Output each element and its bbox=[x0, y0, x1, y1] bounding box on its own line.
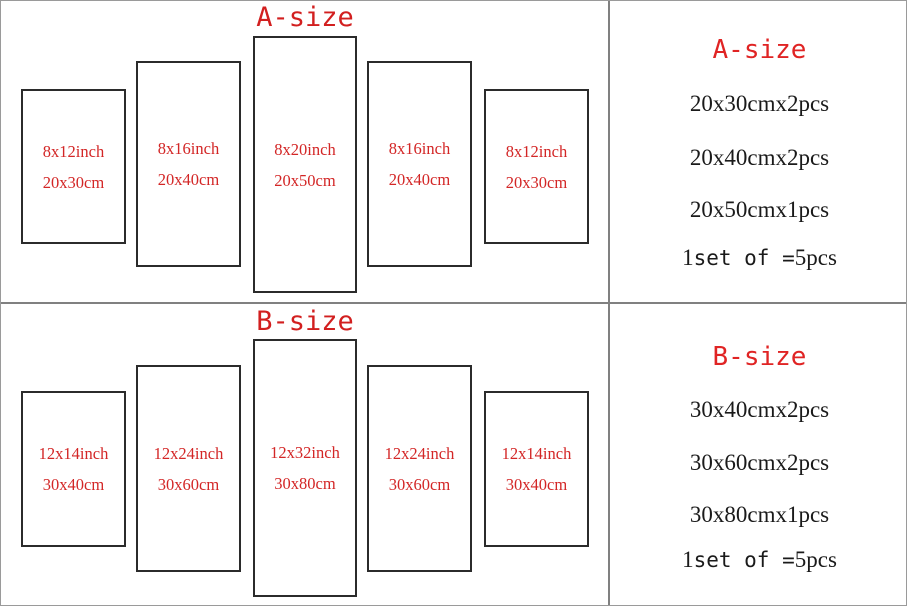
b-legend-total: 1set of =5pcs bbox=[610, 546, 906, 574]
b-panel-1-cm: 30x40cm bbox=[42, 475, 105, 494]
b-legend-line-3: 30x80cmx1pcs bbox=[689, 502, 830, 527]
a-panel-3: 8x20inch 20x50cm bbox=[253, 36, 357, 293]
a-panel-4: 8x16inch 20x40cm bbox=[367, 61, 472, 267]
a-panel-1: 8x12inch 20x30cm bbox=[21, 89, 126, 244]
b-legend-total-middle: set of = bbox=[693, 548, 795, 572]
a-panel-1-inch: 8x12inch bbox=[42, 141, 105, 161]
b-panel-4: 12x24inch 30x60cm bbox=[367, 365, 472, 572]
b-panel-2-cm: 30x60cm bbox=[157, 474, 220, 494]
section-divider-horizontal bbox=[1, 302, 906, 304]
a-panel-5-inch: 8x12inch bbox=[505, 141, 568, 161]
b-size-diagram-pane: B-size 12x14inch 30x40cm 12x24inch 30x60… bbox=[1, 304, 609, 605]
a-legend-total-middle: set of = bbox=[693, 246, 795, 270]
b-panel-3-inch: 12x32inch bbox=[270, 443, 340, 462]
a-legend-line-1: 20x30cmx2pcs bbox=[689, 91, 830, 116]
a-panel-2-inch: 8x16inch bbox=[157, 139, 220, 158]
a-panel-3-cm: 20x50cm bbox=[274, 170, 336, 190]
a-panel-1-cm: 20x30cm bbox=[42, 172, 105, 192]
a-legend-title: A-size bbox=[712, 35, 807, 65]
a-panel-4-cm: 20x40cm bbox=[388, 170, 451, 189]
a-legend-line-3: 20x50cmx1pcs bbox=[689, 197, 830, 222]
a-size-legend-pane: A-size 20x30cmx2pcs 20x40cmx2pcs 20x50cm… bbox=[610, 1, 906, 302]
b-legend-title: B-size bbox=[712, 342, 807, 372]
b-panel-1-inch: 12x14inch bbox=[38, 444, 109, 463]
b-panel-5-cm: 30x40cm bbox=[505, 475, 568, 494]
b-panel-4-inch: 12x24inch bbox=[384, 443, 455, 463]
a-panel-2: 8x16inch 20x40cm bbox=[136, 61, 241, 267]
a-legend-total-suffix: 5pcs bbox=[794, 245, 837, 270]
a-panel-5-cm: 20x30cm bbox=[505, 172, 568, 192]
a-panel-5: 8x12inch 20x30cm bbox=[484, 89, 589, 244]
section-divider-vertical bbox=[608, 1, 610, 605]
b-panel-3: 12x32inch 30x80cm bbox=[253, 339, 357, 597]
a-size-diagram-pane: A-size 8x12inch 20x30cm 8x16inch 20x40cm… bbox=[1, 1, 609, 302]
b-legend-total-prefix: 1 bbox=[682, 547, 694, 572]
b-panel-5: 12x14inch 30x40cm bbox=[484, 391, 589, 547]
a-legend-line-2: 20x40cmx2pcs bbox=[689, 145, 830, 170]
b-legend-total-suffix: 5pcs bbox=[794, 547, 837, 572]
a-legend-total: 1set of =5pcs bbox=[610, 244, 906, 272]
a-panel-2-cm: 20x40cm bbox=[157, 170, 220, 189]
a-legend-total-prefix: 1 bbox=[682, 245, 694, 270]
a-size-diagram-title: A-size bbox=[256, 2, 354, 33]
b-panel-2: 12x24inch 30x60cm bbox=[136, 365, 241, 572]
a-panel-3-inch: 8x20inch bbox=[274, 139, 336, 159]
a-panel-4-inch: 8x16inch bbox=[388, 139, 451, 158]
b-panel-1: 12x14inch 30x40cm bbox=[21, 391, 126, 547]
b-size-legend-pane: B-size 30x40cmx2pcs 30x60cmx2pcs 30x80cm… bbox=[610, 304, 906, 605]
b-panel-3-cm: 30x80cm bbox=[274, 474, 336, 493]
b-panel-2-inch: 12x24inch bbox=[153, 443, 224, 463]
b-panel-4-cm: 30x60cm bbox=[388, 474, 451, 494]
b-legend-line-2: 30x60cmx2pcs bbox=[689, 450, 830, 475]
b-legend-line-1: 30x40cmx2pcs bbox=[689, 397, 830, 422]
b-panel-5-inch: 12x14inch bbox=[501, 444, 572, 463]
b-size-diagram-title: B-size bbox=[256, 306, 354, 337]
